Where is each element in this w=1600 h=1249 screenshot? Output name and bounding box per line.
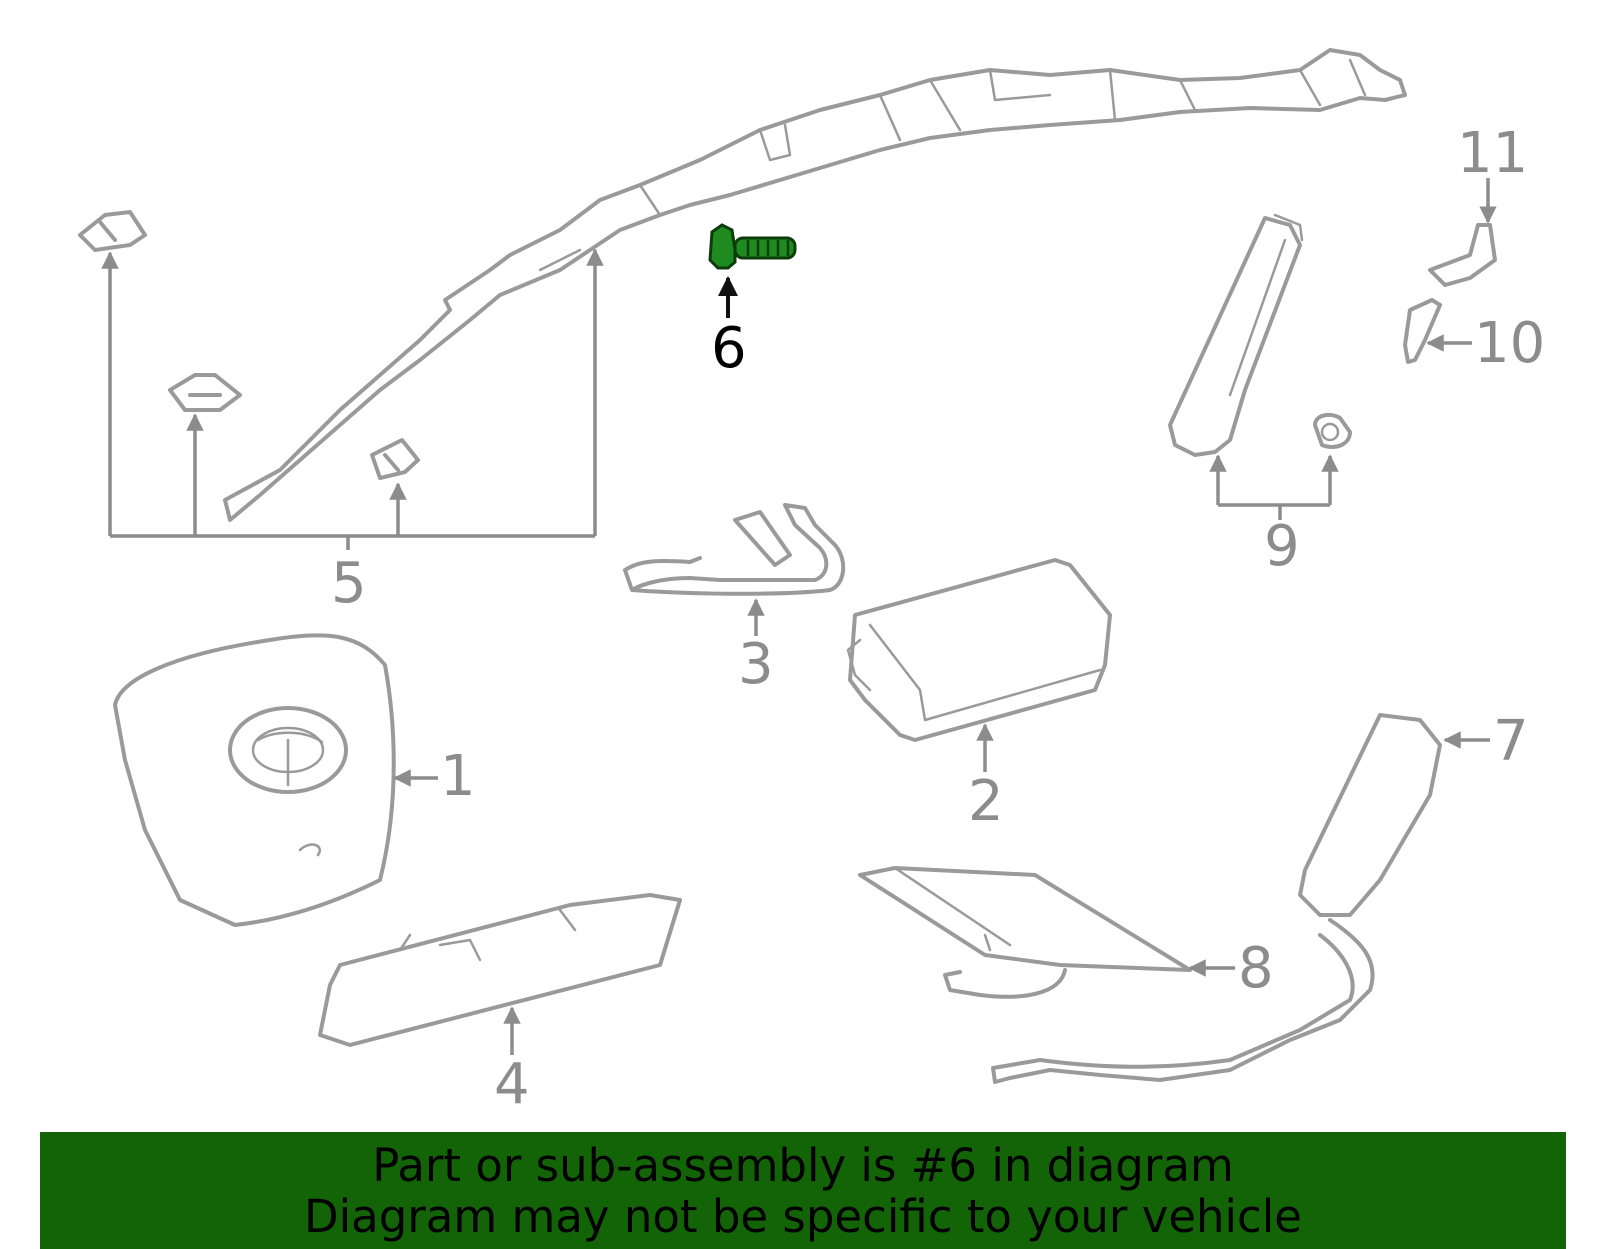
info-banner: Part or sub-assembly is #6 in diagram Di… [40,1132,1566,1249]
clip-b [168,373,242,412]
knee-airbag-part-2 [846,558,1112,742]
passenger-airbag-part-4 [318,893,682,1047]
bracket-part-11 [1428,223,1497,287]
steering-airbag-part-1 [113,633,396,927]
wire-harness-part-3 [623,503,846,596]
callout-7: 7 [1493,709,1529,774]
bracket-part-10 [1403,298,1442,364]
clip-a [78,210,147,252]
clip-part-9 [1313,412,1352,449]
clip-c [370,438,420,480]
callout-5: 5 [331,551,367,616]
callout-5-leader [101,248,604,550]
callout-10: 10 [1474,311,1545,376]
parts-diagram: 1 2 3 4 5 6 7 8 9 10 11 [78,48,1545,1117]
curtain-airbag [223,48,1407,522]
callout-11: 11 [1457,121,1528,186]
callout-6: 6 [711,316,747,381]
seat-airbag-part-8 [858,866,1192,999]
callout-9: 9 [1264,514,1300,579]
callout-8: 8 [1238,936,1274,1001]
callout-4: 4 [494,1052,530,1117]
sensor-part-9 [1168,213,1304,457]
banner-line-1: Part or sub-assembly is #6 in diagram [372,1139,1234,1192]
callout-2: 2 [968,769,1004,834]
banner-line-2: Diagram may not be specific to your vehi… [304,1190,1302,1243]
side-airbag-part-7 [991,713,1442,1084]
callout-1: 1 [440,744,476,809]
bolt-part-6-highlighted [708,223,797,270]
callout-9-leader [1209,454,1339,520]
callout-3: 3 [738,632,774,697]
